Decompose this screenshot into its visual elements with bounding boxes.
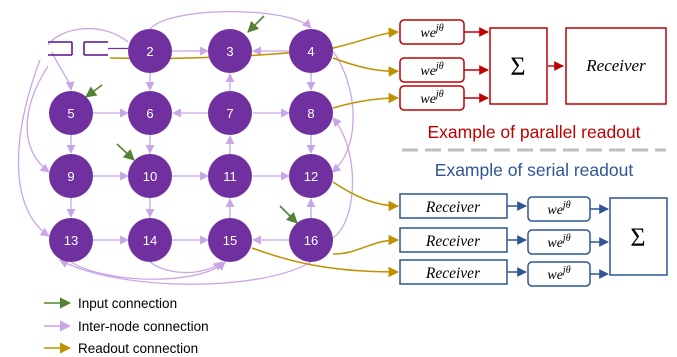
node-13 [49, 218, 93, 262]
readout-12 [332, 181, 400, 212]
input-connections [85, 15, 298, 224]
node-label-9: 9 [67, 169, 74, 184]
node-label-12: 12 [304, 169, 318, 184]
input-arrow-16 [279, 205, 298, 224]
node-7 [208, 91, 252, 135]
node-3 [208, 29, 252, 73]
parallel-weight-1: wejθ [420, 23, 443, 41]
node-label-2: 2 [146, 44, 153, 59]
node-6 [128, 91, 172, 135]
edge-coupler-5 [51, 51, 75, 91]
input-arrow-5 [85, 84, 103, 98]
serial-caption: Example of serial readout [435, 160, 634, 180]
readout-4 [332, 57, 400, 77]
serial-sum-symbol: Σ [630, 223, 645, 252]
serial-receiver-box-3 [399, 259, 508, 285]
legend-readout-label: Readout connection [78, 341, 198, 356]
edge-arc-4-12-right [331, 50, 354, 173]
readout-8 [332, 92, 400, 109]
parallel-caption: Example of parallel readout [427, 122, 640, 142]
edge-arc-left-9 [26, 65, 50, 173]
parallel-sum-symbol: Σ [510, 52, 525, 81]
node-label-3: 3 [226, 44, 233, 59]
parallel-receiver-box [565, 27, 667, 105]
edge-arc-2-top-left [47, 28, 129, 46]
legend: Input connection Inter-node connection R… [44, 296, 209, 356]
legend-input-label: Input connection [78, 296, 177, 311]
node-8 [289, 91, 333, 135]
serial-weight-2: wejθ [547, 233, 570, 251]
node-label-10: 10 [143, 169, 157, 184]
node-10 [128, 154, 172, 198]
parallel-readout: wejθ wejθ wejθ Σ Receiver Example of par… [399, 19, 667, 142]
node-label-4: 4 [307, 44, 314, 59]
serial-receiver-1: Receiver [425, 199, 481, 216]
node-label-5: 5 [67, 106, 74, 121]
readout-16 [332, 234, 400, 255]
serial-weight-1: wejθ [547, 200, 570, 218]
edge-arc-16-left-bottom [59, 259, 312, 285]
node-label-8: 8 [307, 106, 314, 121]
node-14 [128, 218, 172, 262]
parallel-weight-3: wejθ [420, 89, 443, 107]
serial-sum-box [609, 197, 668, 276]
node-label-14: 14 [143, 233, 157, 248]
parallel-receiver-label: Receiver [585, 56, 646, 75]
input-coupler [48, 41, 128, 56]
parallel-sum-box [489, 27, 548, 105]
readout-15 [251, 247, 400, 278]
node-15 [208, 218, 252, 262]
node-11 [208, 154, 252, 198]
legend-internode-label: Inter-node connection [78, 319, 209, 334]
serial-receiver-box-2 [399, 227, 508, 253]
node-12 [289, 154, 333, 198]
serial-receiver-2: Receiver [425, 233, 481, 250]
node-9 [49, 154, 93, 198]
node-5 [49, 91, 93, 135]
edge-arc-14-15-bottom [149, 261, 223, 274]
node-label-15: 15 [223, 233, 237, 248]
input-arrow-3 [247, 15, 265, 33]
node-2 [128, 29, 172, 73]
node-label-6: 6 [146, 106, 153, 121]
node-label-16: 16 [304, 233, 318, 248]
edge-arc-16-8-right [332, 117, 354, 239]
serial-receiver-3: Receiver [425, 265, 481, 282]
internode-connections [17, 10, 354, 285]
edge-arc-top-2-4 [149, 10, 312, 30]
serial-weight-3: wejθ [547, 265, 570, 283]
input-arrow-10 [116, 143, 135, 161]
node-16 [289, 218, 333, 262]
node-label-11: 11 [223, 169, 237, 184]
node-label-7: 7 [226, 106, 233, 121]
node-label-13: 13 [64, 233, 78, 248]
node-grid: 2 3 4 5 6 7 8 9 10 11 12 13 14 15 16 [49, 29, 333, 262]
node-4 [289, 29, 333, 73]
edge-arc-left-13 [17, 59, 50, 237]
parallel-weight-2: wejθ [420, 61, 443, 79]
serial-readout: Example of serial readout Receiver Recei… [399, 160, 668, 287]
